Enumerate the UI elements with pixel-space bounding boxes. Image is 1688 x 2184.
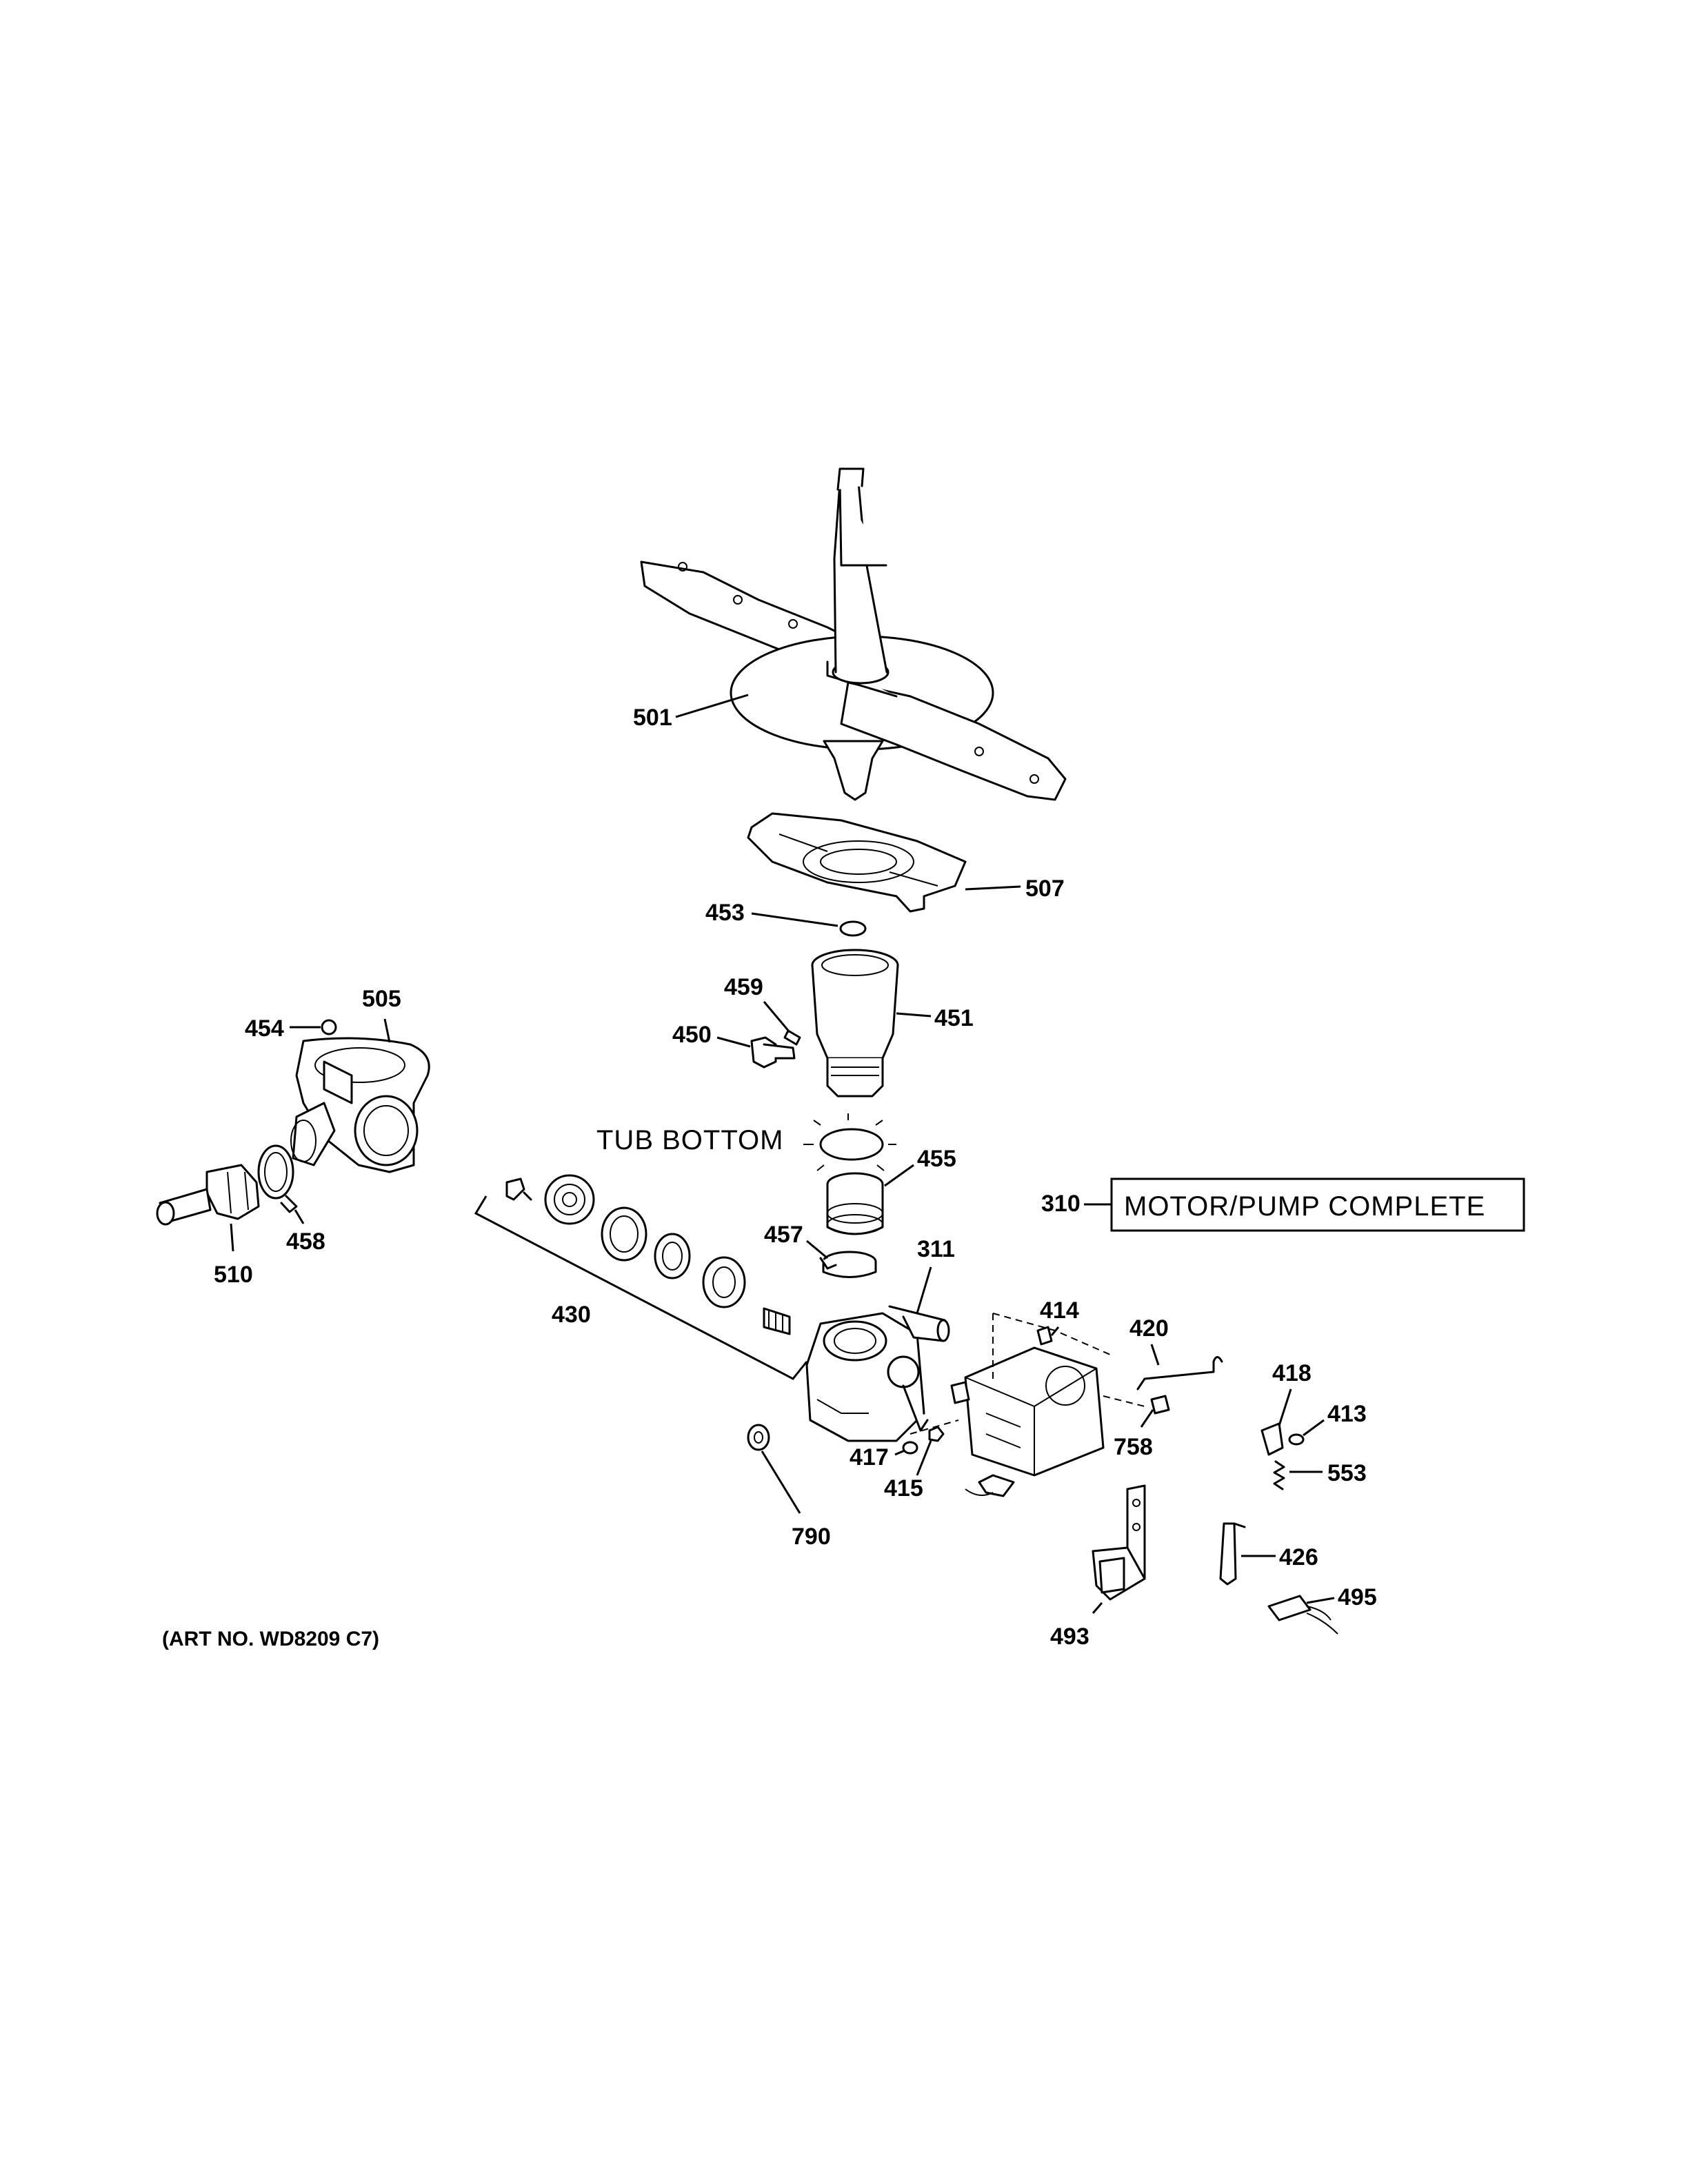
lever-418 — [1260, 1422, 1284, 1456]
callout-453: 453 — [705, 900, 745, 926]
leader-507 — [965, 885, 1021, 891]
callout-455: 455 — [917, 1146, 956, 1172]
o-ring-454 — [321, 1019, 337, 1035]
nut-415 — [928, 1426, 945, 1442]
o-ring-453 — [839, 920, 867, 937]
bracket-430 — [474, 1195, 808, 1380]
rod-420 — [1136, 1356, 1223, 1391]
callout-457: 457 — [764, 1222, 803, 1248]
leader-415 — [916, 1440, 932, 1476]
leader-457 — [806, 1240, 828, 1260]
clamp-458 — [257, 1144, 298, 1213]
callout-454: 454 — [245, 1015, 284, 1042]
callout-311: 311 — [917, 1236, 955, 1262]
callout-501: 501 — [633, 705, 672, 731]
leader-495 — [1306, 1597, 1335, 1604]
valve-510 — [156, 1164, 260, 1226]
callout-758: 758 — [1114, 1434, 1153, 1460]
callout-553: 553 — [1327, 1460, 1367, 1486]
leader-420 — [1150, 1344, 1160, 1366]
leader-413 — [1303, 1419, 1325, 1437]
callout-413: 413 — [1327, 1401, 1367, 1427]
pump-housing-311 — [805, 1305, 950, 1442]
leader-459 — [763, 1001, 791, 1033]
art-number: (ART NO. WD8209 C7) — [162, 1628, 379, 1650]
motor-pump-complete-box — [1110, 1177, 1525, 1232]
callout-790: 790 — [792, 1524, 831, 1550]
washer-417 — [902, 1441, 918, 1455]
sump-505 — [290, 1037, 430, 1173]
leader-790 — [761, 1450, 801, 1514]
callout-493: 493 — [1050, 1624, 1089, 1650]
screw-414 — [1036, 1326, 1053, 1346]
tub-bottom-label: TUB BOTTOM — [596, 1125, 783, 1155]
leader-493 — [1092, 1602, 1103, 1614]
clamp-457 — [819, 1251, 877, 1278]
callout-459: 459 — [724, 974, 763, 1000]
leader-458 — [294, 1209, 305, 1224]
spray-arm-501 — [640, 467, 1067, 801]
leader-450 — [716, 1036, 751, 1048]
leader-455 — [884, 1164, 914, 1187]
callout-420: 420 — [1129, 1315, 1169, 1342]
leader-758 — [1140, 1409, 1154, 1428]
leader-501 — [675, 694, 749, 718]
callout-507: 507 — [1025, 876, 1065, 902]
leader-453 — [751, 912, 838, 927]
callout-510: 510 — [214, 1262, 253, 1288]
callout-418: 418 — [1272, 1360, 1312, 1386]
callout-451: 451 — [934, 1005, 974, 1031]
callout-415: 415 — [884, 1475, 923, 1502]
callout-505: 505 — [362, 986, 401, 1012]
screw-758 — [1150, 1395, 1170, 1415]
leader-414 — [1050, 1326, 1060, 1336]
pin-426 — [1219, 1522, 1246, 1586]
callout-417: 417 — [850, 1444, 889, 1470]
bracket-450 — [750, 1036, 796, 1069]
leader-311 — [916, 1266, 932, 1314]
leader-510 — [230, 1223, 234, 1252]
motor-pump-complete-label: MOTOR/PUMP COMPLETE — [1124, 1191, 1485, 1222]
callout-426: 426 — [1279, 1544, 1318, 1570]
callout-495: 495 — [1338, 1584, 1377, 1610]
callout-458: 458 — [286, 1228, 325, 1255]
screw-459 — [783, 1029, 801, 1046]
clip-790 — [747, 1424, 770, 1451]
leader-505 — [383, 1018, 391, 1043]
leader-418 — [1278, 1388, 1292, 1426]
pump-parts-430 — [505, 1174, 791, 1335]
clip-413 — [1288, 1433, 1305, 1446]
motor-assembly — [950, 1346, 1105, 1497]
solenoid-493 — [1092, 1484, 1146, 1601]
spring-553 — [1273, 1460, 1285, 1490]
shroud-507 — [747, 812, 967, 913]
bellows-455 — [826, 1172, 884, 1235]
callout-450: 450 — [672, 1022, 712, 1048]
housing-451 — [811, 949, 899, 1098]
tub-opening-marks — [803, 1113, 896, 1171]
callout-414: 414 — [1040, 1297, 1079, 1324]
callout-310: 310 — [1041, 1191, 1081, 1217]
leader-417 — [894, 1449, 905, 1456]
leader-451 — [896, 1012, 932, 1018]
harness-495 — [1267, 1595, 1338, 1635]
callout-430: 430 — [552, 1302, 591, 1328]
